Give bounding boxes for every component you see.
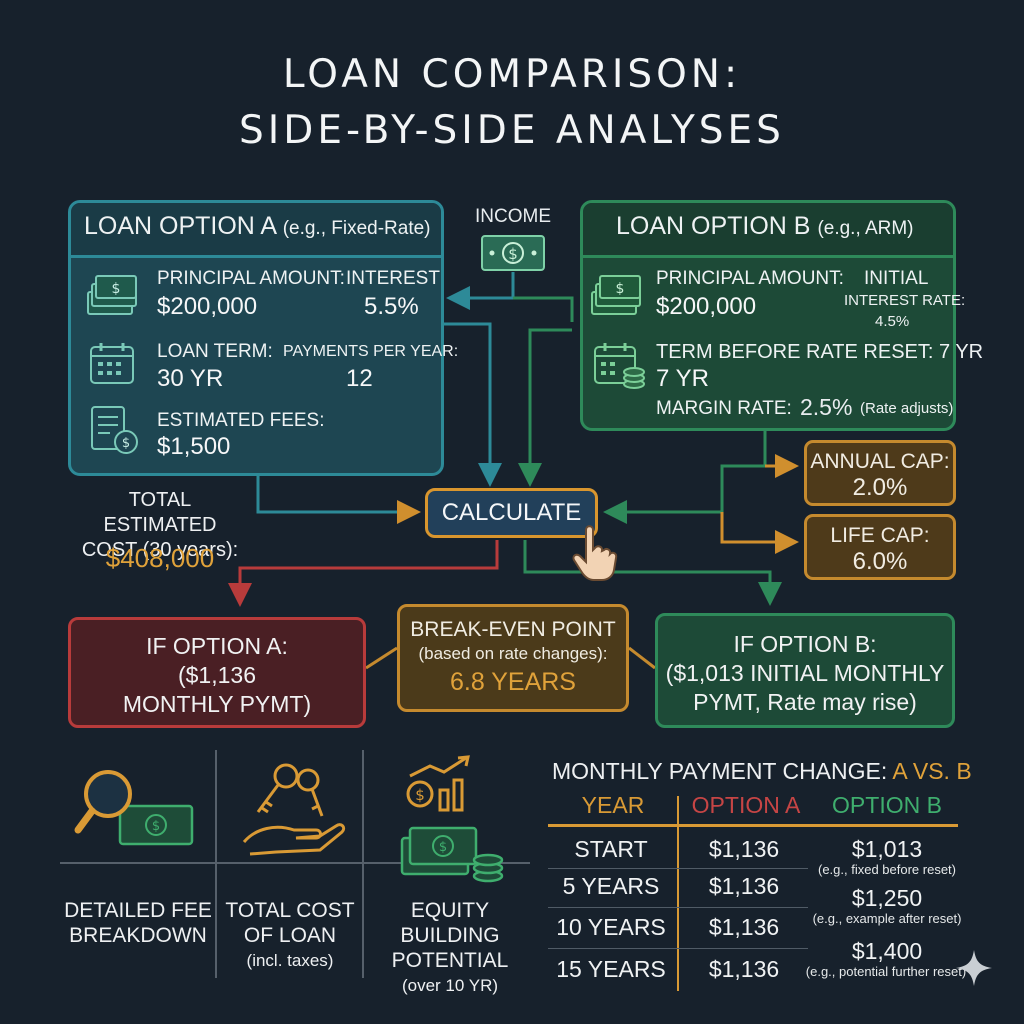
money-stack-icon: $ bbox=[87, 275, 137, 315]
svg-text:$: $ bbox=[508, 245, 518, 263]
table-cell-b: $1,250 bbox=[851, 885, 923, 911]
table-row-divider bbox=[548, 907, 808, 908]
table-header-rule bbox=[548, 824, 958, 827]
loan-option-a-card bbox=[68, 200, 444, 476]
table-cell-year: 10 YEARS bbox=[556, 914, 666, 940]
magnifier-cash-icon: $ bbox=[74, 770, 194, 846]
table-row-divider bbox=[548, 868, 808, 869]
b-margin-value: 2.5% bbox=[800, 394, 853, 420]
fee-document-icon: $ bbox=[91, 406, 138, 454]
arrow-b-side-to-calc bbox=[603, 431, 767, 524]
b-principal-value: $200,000 bbox=[656, 293, 757, 320]
b-initial-rate-value: 4.5% bbox=[875, 313, 910, 330]
table-cell-year: START bbox=[574, 836, 648, 862]
link-a-breakeven bbox=[365, 646, 398, 670]
sparkle-icon bbox=[956, 950, 992, 986]
arrow-calc-to-a bbox=[228, 540, 499, 607]
calendar-coins-icon bbox=[594, 343, 645, 389]
a-term-label: LOAN TERM: bbox=[157, 341, 273, 362]
a-interest-label: INTEREST bbox=[346, 268, 440, 289]
calendar-icon bbox=[90, 343, 134, 384]
loan-option-a-header bbox=[71, 203, 441, 258]
arrow-a-to-calc bbox=[444, 322, 502, 487]
growth-chart-icon: $ bbox=[406, 755, 470, 812]
link-b-breakeven bbox=[628, 646, 656, 670]
money-stack-icon: $ bbox=[591, 275, 641, 315]
table-cell-a: $1,136 bbox=[708, 836, 780, 862]
b-reset-label: TERM BEFORE RATE RESET: 7 YR bbox=[656, 341, 984, 363]
total-cost-value: $408,000 bbox=[105, 543, 215, 573]
a-fees-label: ESTIMATED FEES: bbox=[157, 410, 325, 431]
a-ppy-label: PAYMENTS PER YEAR: bbox=[283, 343, 459, 360]
table-title: MONTHLY PAYMENT CHANGE: A VS. B bbox=[552, 758, 972, 784]
arrow-to-life-cap bbox=[720, 512, 799, 554]
income-label: INCOME bbox=[475, 206, 551, 227]
svg-text:$: $ bbox=[415, 786, 425, 804]
a-fees-value: $1,500 bbox=[157, 433, 231, 460]
table-cell-year: 15 YEARS bbox=[556, 956, 666, 982]
annual-cap-box: ANNUAL CAP:2.0% bbox=[804, 440, 956, 506]
table-cell-a: $1,136 bbox=[708, 873, 780, 899]
feature-divider bbox=[215, 750, 217, 978]
table-cell-b-note: (e.g., example after reset) bbox=[812, 911, 962, 926]
a-principal-label: PRINCIPAL AMOUNT: bbox=[157, 268, 345, 289]
svg-text:$: $ bbox=[112, 281, 121, 297]
feature-divider bbox=[362, 750, 364, 978]
a-principal-value: $200,000 bbox=[157, 293, 258, 320]
feature-divider bbox=[60, 862, 530, 864]
table-row-divider bbox=[548, 948, 808, 949]
loan-option-b-title: LOAN OPTION B (e.g., ARM) bbox=[616, 212, 914, 240]
loan-option-b-header bbox=[583, 203, 953, 258]
arrow-b-to-calc bbox=[518, 328, 572, 487]
loan-option-a-title: LOAN OPTION A (e.g., Fixed-Rate) bbox=[84, 212, 431, 240]
b-margin-note: (Rate adjusts) bbox=[860, 400, 954, 417]
col-header-option-b: OPTION B bbox=[832, 792, 942, 818]
page-subtitle: SIDE-BY-SIDE ANALYSES bbox=[239, 108, 785, 153]
a-ppy-value: 12 bbox=[346, 365, 373, 392]
table-cell-a: $1,136 bbox=[708, 956, 780, 982]
cash-icon: $ bbox=[481, 235, 545, 271]
arrow-calc-to-b bbox=[523, 540, 782, 606]
table-column-rule bbox=[677, 796, 679, 991]
life-cap-box: LIFE CAP:6.0% bbox=[804, 514, 956, 580]
page-title: LOAN COMPARISON: bbox=[282, 52, 742, 97]
b-margin-label: MARGIN RATE: bbox=[656, 398, 792, 419]
b-initial-label: INITIAL bbox=[864, 268, 929, 289]
keys-hand-icon bbox=[242, 763, 346, 856]
table-cell-year: 5 YEARS bbox=[562, 873, 660, 899]
cash-coins-icon: $ bbox=[400, 826, 504, 883]
arrow-income-to-b bbox=[513, 296, 574, 322]
b-reset-value: 7 YR bbox=[656, 365, 709, 392]
svg-text:$: $ bbox=[439, 840, 447, 855]
a-interest-value: 5.5% bbox=[364, 293, 419, 320]
table-cell-b-note: (e.g., potential further reset) bbox=[805, 964, 967, 979]
break-even-value: 6.8 YEARS bbox=[449, 668, 576, 696]
table-cell-b: $1,400 bbox=[851, 938, 923, 964]
calculate-button[interactable]: CALCULATE bbox=[425, 488, 598, 538]
loan-option-b-card bbox=[580, 200, 956, 431]
b-initial-rate-label: INTEREST RATE: bbox=[844, 292, 966, 309]
a-term-value: 30 YR bbox=[157, 365, 224, 392]
pointer-hand-icon bbox=[572, 525, 618, 581]
arrow-total-to-calc bbox=[256, 476, 421, 524]
b-principal-label: PRINCIPAL AMOUNT: bbox=[656, 268, 844, 289]
svg-text:$: $ bbox=[152, 819, 160, 834]
break-even-box: BREAK-EVEN POINT (based on rate changes)… bbox=[397, 604, 629, 712]
table-cell-b-note: (e.g., fixed before reset) bbox=[817, 862, 956, 877]
table-cell-b: $1,013 bbox=[851, 836, 923, 862]
svg-text:$: $ bbox=[616, 281, 625, 297]
svg-text:$: $ bbox=[122, 436, 130, 451]
col-header-option-a: OPTION A bbox=[691, 792, 801, 818]
col-header-year: YEAR bbox=[581, 792, 645, 818]
table-cell-a: $1,136 bbox=[708, 914, 780, 940]
arrow-income-to-a bbox=[446, 272, 515, 310]
